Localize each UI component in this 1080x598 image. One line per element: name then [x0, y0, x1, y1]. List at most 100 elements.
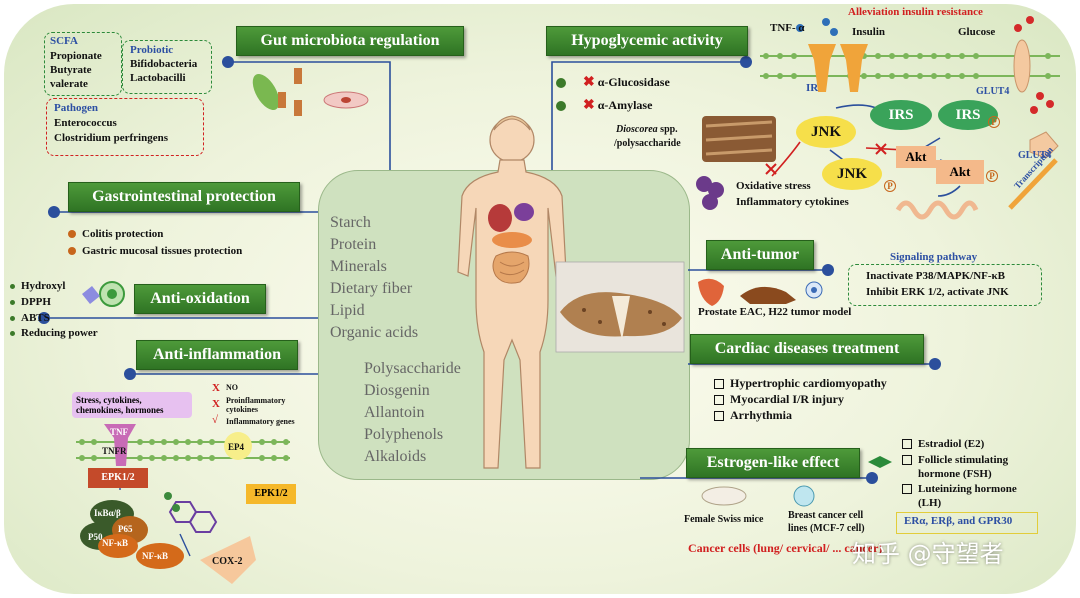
phospho-p-1: P — [884, 180, 896, 192]
header-anti-oxidation: Anti-oxidation — [134, 284, 266, 314]
header-estrogen: Estrogen-like effect — [686, 448, 860, 478]
tnf-alpha-label: TNF- α — [770, 22, 805, 34]
p65-label: P65 — [118, 524, 133, 534]
stress-cytokines-box: Stress, cytokines, chemokines, hormones — [72, 392, 192, 418]
compound-item: Polysaccharide — [364, 360, 461, 377]
compounds-bottom-list: Polysaccharide Diosgenin Allantoin Polyp… — [364, 358, 461, 468]
glucose-label: Glucose — [958, 26, 996, 38]
cox2-label: COX-2 — [212, 556, 243, 567]
tnf-label: TNF — [110, 427, 128, 437]
ikba-label: IκBα/β — [94, 508, 121, 518]
header-gut-microbiota: Gut microbiota regulation — [236, 26, 464, 56]
akt-node-1: Akt — [896, 146, 936, 168]
connector-gut — [228, 61, 391, 170]
p50-label: P50 — [88, 532, 103, 542]
scfa-item-2: Butyrate — [50, 64, 92, 76]
node-antitumor — [822, 264, 834, 276]
scfa-item-3: valerate — [50, 78, 88, 90]
antioxidation-illustration — [82, 281, 125, 307]
pathogen-title: Pathogen — [54, 102, 98, 114]
stress-label-2: Inflammatory cytokines — [736, 196, 849, 208]
yam-photo — [555, 261, 685, 353]
jnk-node-2: JNK — [822, 158, 882, 190]
dioscorea-roots — [702, 116, 776, 162]
pathogen-item-2: Clostridium perfringens — [54, 132, 168, 144]
signaling-title: Signaling pathway — [890, 251, 978, 263]
compound-item: Polyphenols — [364, 426, 444, 443]
header-anti-inflammation: Anti-inflammation — [136, 340, 298, 370]
check-mark-genes: √ — [212, 414, 219, 426]
probiotic-item-2: Lactobacilli — [130, 72, 186, 84]
ir-label: IR — [806, 82, 819, 94]
ep4-label: EP4 — [228, 442, 245, 452]
enzyme-amylase: ✖ α-Amylase — [556, 97, 652, 114]
stress-icons — [696, 176, 724, 210]
compound-item: Alkaloids — [364, 448, 427, 465]
cell-membrane-top — [760, 16, 1060, 220]
cell-membrane-bottom — [76, 424, 290, 584]
compound-item: Organic acids — [330, 324, 419, 341]
x-mark-icon: ✖ — [583, 98, 595, 113]
compound-item: Diosgenin — [364, 382, 430, 399]
glut4-top-label: GLUT4 — [976, 86, 1010, 97]
compound-item: Allantoin — [364, 404, 425, 421]
cardiac-item-2: Myocardial I/R injury — [714, 392, 844, 407]
enzyme-glucosidase: ✖ α-Glucosidase — [556, 74, 670, 91]
estrogen-item-2: Follicle stimulating — [902, 454, 1008, 466]
compound-item: Protein — [330, 236, 377, 253]
x-mark-icon: ✖ — [583, 75, 595, 90]
watermark: 知乎 @守望者 — [852, 540, 1004, 568]
gastro-item-1: Colitis protection — [68, 228, 163, 240]
x-mark-cytokines: X — [212, 398, 220, 410]
signaling-line-1: Inactivate P38/MAPK/NF-κB — [866, 270, 1005, 282]
compounds-top-list: Starch Protein Minerals Dietary fiber Li… — [330, 212, 418, 344]
tumor-model-label: Prostate EAC, H22 tumor model — [698, 306, 852, 318]
epk-left-box: EPK1/2 — [88, 468, 148, 488]
nfkb-label-1: NF-κB — [102, 538, 128, 548]
antiinfl-proinflammatory: Proinflammatory cytokines — [226, 396, 286, 414]
jnk-node-1: JNK — [796, 116, 856, 148]
node-estrogen — [866, 472, 878, 484]
antiox-item-4: Reducing power — [10, 327, 98, 339]
node-hypo — [740, 56, 752, 68]
antiox-item-3: ABTS — [10, 312, 50, 324]
header-cardiac: Cardiac diseases treatment — [690, 334, 924, 364]
antitumor-illustration — [698, 278, 823, 306]
cardiac-item-3: Arrhythmia — [714, 408, 792, 423]
dioscorea-label: Dioscorea spp. — [616, 124, 678, 135]
scfa-title: SCFA — [50, 35, 78, 47]
gastro-item-2: Gastric mucosal tissues protection — [68, 245, 242, 257]
estrogen-item-3: Luteinizing hormone — [902, 483, 1017, 495]
estrogen-item-3b: (LH) — [918, 497, 942, 509]
cells-label-1: Breast cancer cell — [788, 510, 864, 521]
cancer-label: Cancer cells (lung/ cervical/ ... cancer… — [688, 541, 883, 555]
x-mark-no: X — [212, 382, 220, 394]
receptor-label: ERα, ERβ, and GPR30 — [904, 515, 1013, 527]
compound-item: Dietary fiber — [330, 280, 413, 297]
dioscorea-label-2: /polysaccharide — [614, 138, 681, 149]
probiotic-item-1: Bifidobacteria — [130, 58, 198, 70]
irs-node-1: IRS — [870, 100, 932, 130]
header-gastrointestinal: Gastrointestinal protection — [68, 182, 300, 212]
mice-label: Female Swiss mice — [684, 514, 764, 525]
tnfr-label: TNFR — [102, 446, 127, 456]
connector-hypo — [551, 61, 746, 170]
antiinfl-no: NO — [226, 383, 238, 392]
phospho-p-3: P — [988, 116, 1000, 128]
antiox-item-2: DPPH — [10, 296, 51, 308]
node-gut — [222, 56, 234, 68]
scfa-box — [44, 32, 122, 96]
probiotic-title: Probiotic — [130, 44, 174, 56]
estrogen-item-2b: hormone (FSH) — [918, 468, 992, 480]
cardiac-item-1: Hypertrophic cardiomyopathy — [714, 376, 887, 391]
cells-label-2: lines (MCF-7 cell) — [788, 523, 865, 534]
signaling-box — [848, 264, 1042, 306]
compound-item: Starch — [330, 214, 371, 231]
pathogen-box — [46, 98, 204, 156]
alleviation-label: Alleviation insulin resistance — [848, 6, 983, 18]
node-antiinfl — [124, 368, 136, 380]
nfkb-label-2: NF-κB — [142, 551, 168, 561]
compound-item: Lipid — [330, 302, 365, 319]
